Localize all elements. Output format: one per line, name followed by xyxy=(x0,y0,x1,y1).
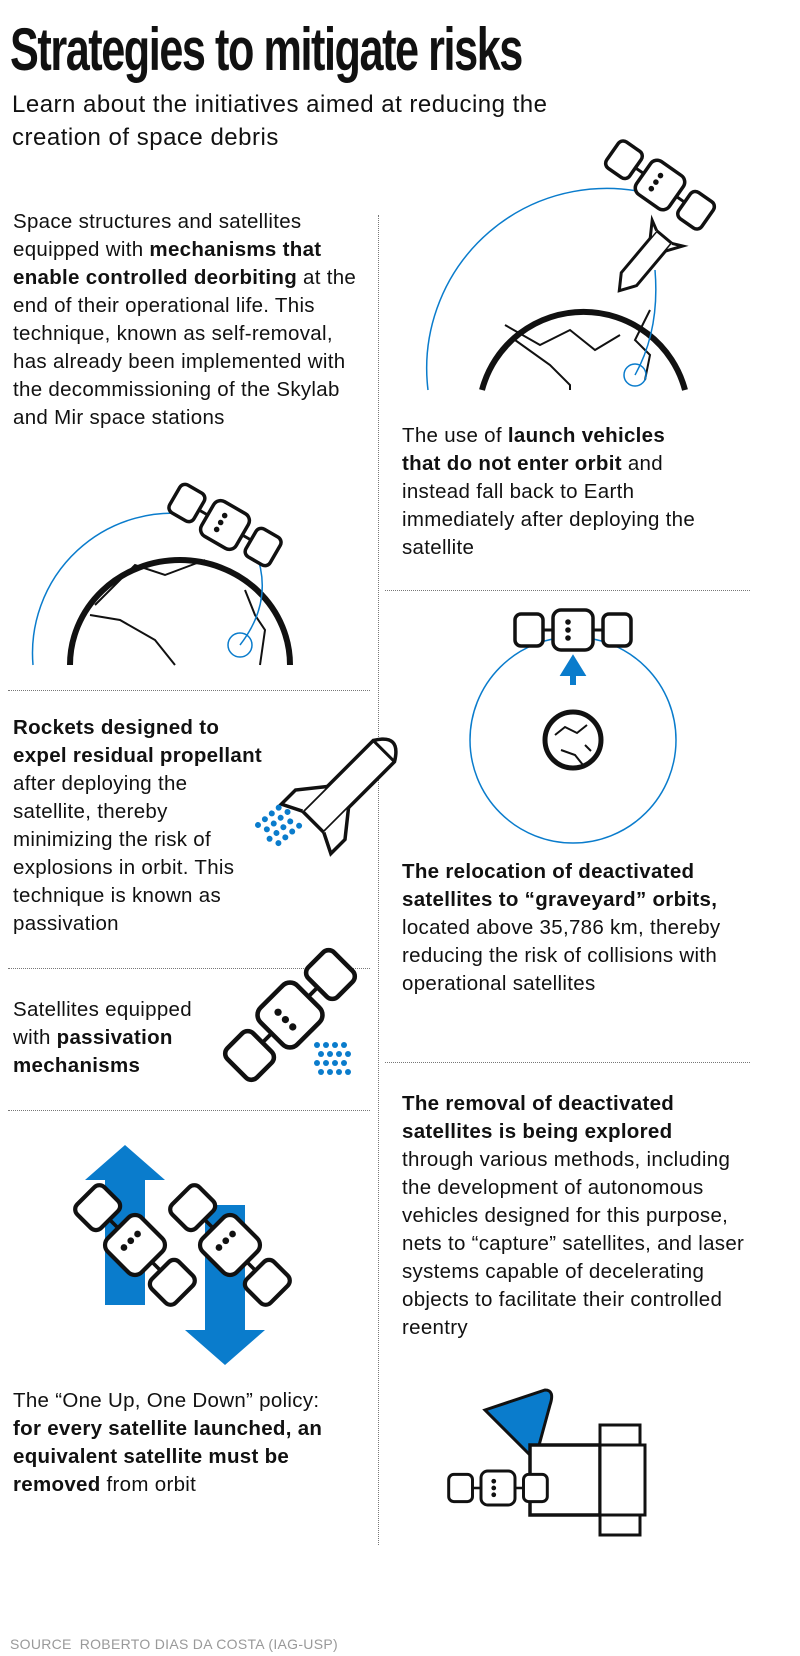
satellite-icon xyxy=(513,608,633,652)
self-removal-illustration xyxy=(31,476,293,666)
one-up-one-down-text: The “One Up, One Down” policy: for every… xyxy=(13,1389,323,1496)
arrow-up-icon xyxy=(559,654,587,685)
capture-net-icon xyxy=(482,1388,554,1463)
column-divider xyxy=(378,215,379,1545)
page-title: Strategies to mitigate risks xyxy=(10,16,523,83)
removal-text: The removal of deactivated satellites is… xyxy=(402,1092,745,1339)
divider xyxy=(8,690,370,691)
satellite-icon xyxy=(599,133,721,237)
rocket-icon xyxy=(617,214,689,293)
page-subtitle: Learn about the initiatives aimed at red… xyxy=(12,91,548,151)
rocket-icon xyxy=(278,737,398,857)
propellant-dots xyxy=(314,1042,351,1075)
earth-icon xyxy=(542,709,604,771)
passivation-satellite-illustration xyxy=(215,945,385,1095)
graveyard-text: The relocation of deactivated satellites… xyxy=(402,860,721,995)
removal-vehicle-illustration xyxy=(447,1388,647,1537)
rockets-text: Rockets designed to expel residual prope… xyxy=(13,716,263,935)
launch-vehicles-text: The use of launch vehicles that do not e… xyxy=(402,424,696,559)
graveyard-orbit-illustration xyxy=(469,608,677,844)
satellite-icon xyxy=(218,943,361,1086)
satellite-icon xyxy=(447,1469,549,1507)
one-up-one-down-illustration xyxy=(60,1145,300,1365)
passivation-sats-text: Satellites equipped with passivation mec… xyxy=(13,998,192,1077)
orbit-path xyxy=(425,187,656,391)
earth-outline xyxy=(479,308,688,391)
rocket-passivation-illustration xyxy=(253,737,398,857)
divider xyxy=(385,590,750,591)
divider xyxy=(8,1110,370,1111)
divider xyxy=(385,1062,750,1063)
launch-vehicle-illustration xyxy=(425,133,721,391)
divider xyxy=(8,968,370,969)
self-removal-text: Space structures and satellites equipped… xyxy=(13,210,357,429)
